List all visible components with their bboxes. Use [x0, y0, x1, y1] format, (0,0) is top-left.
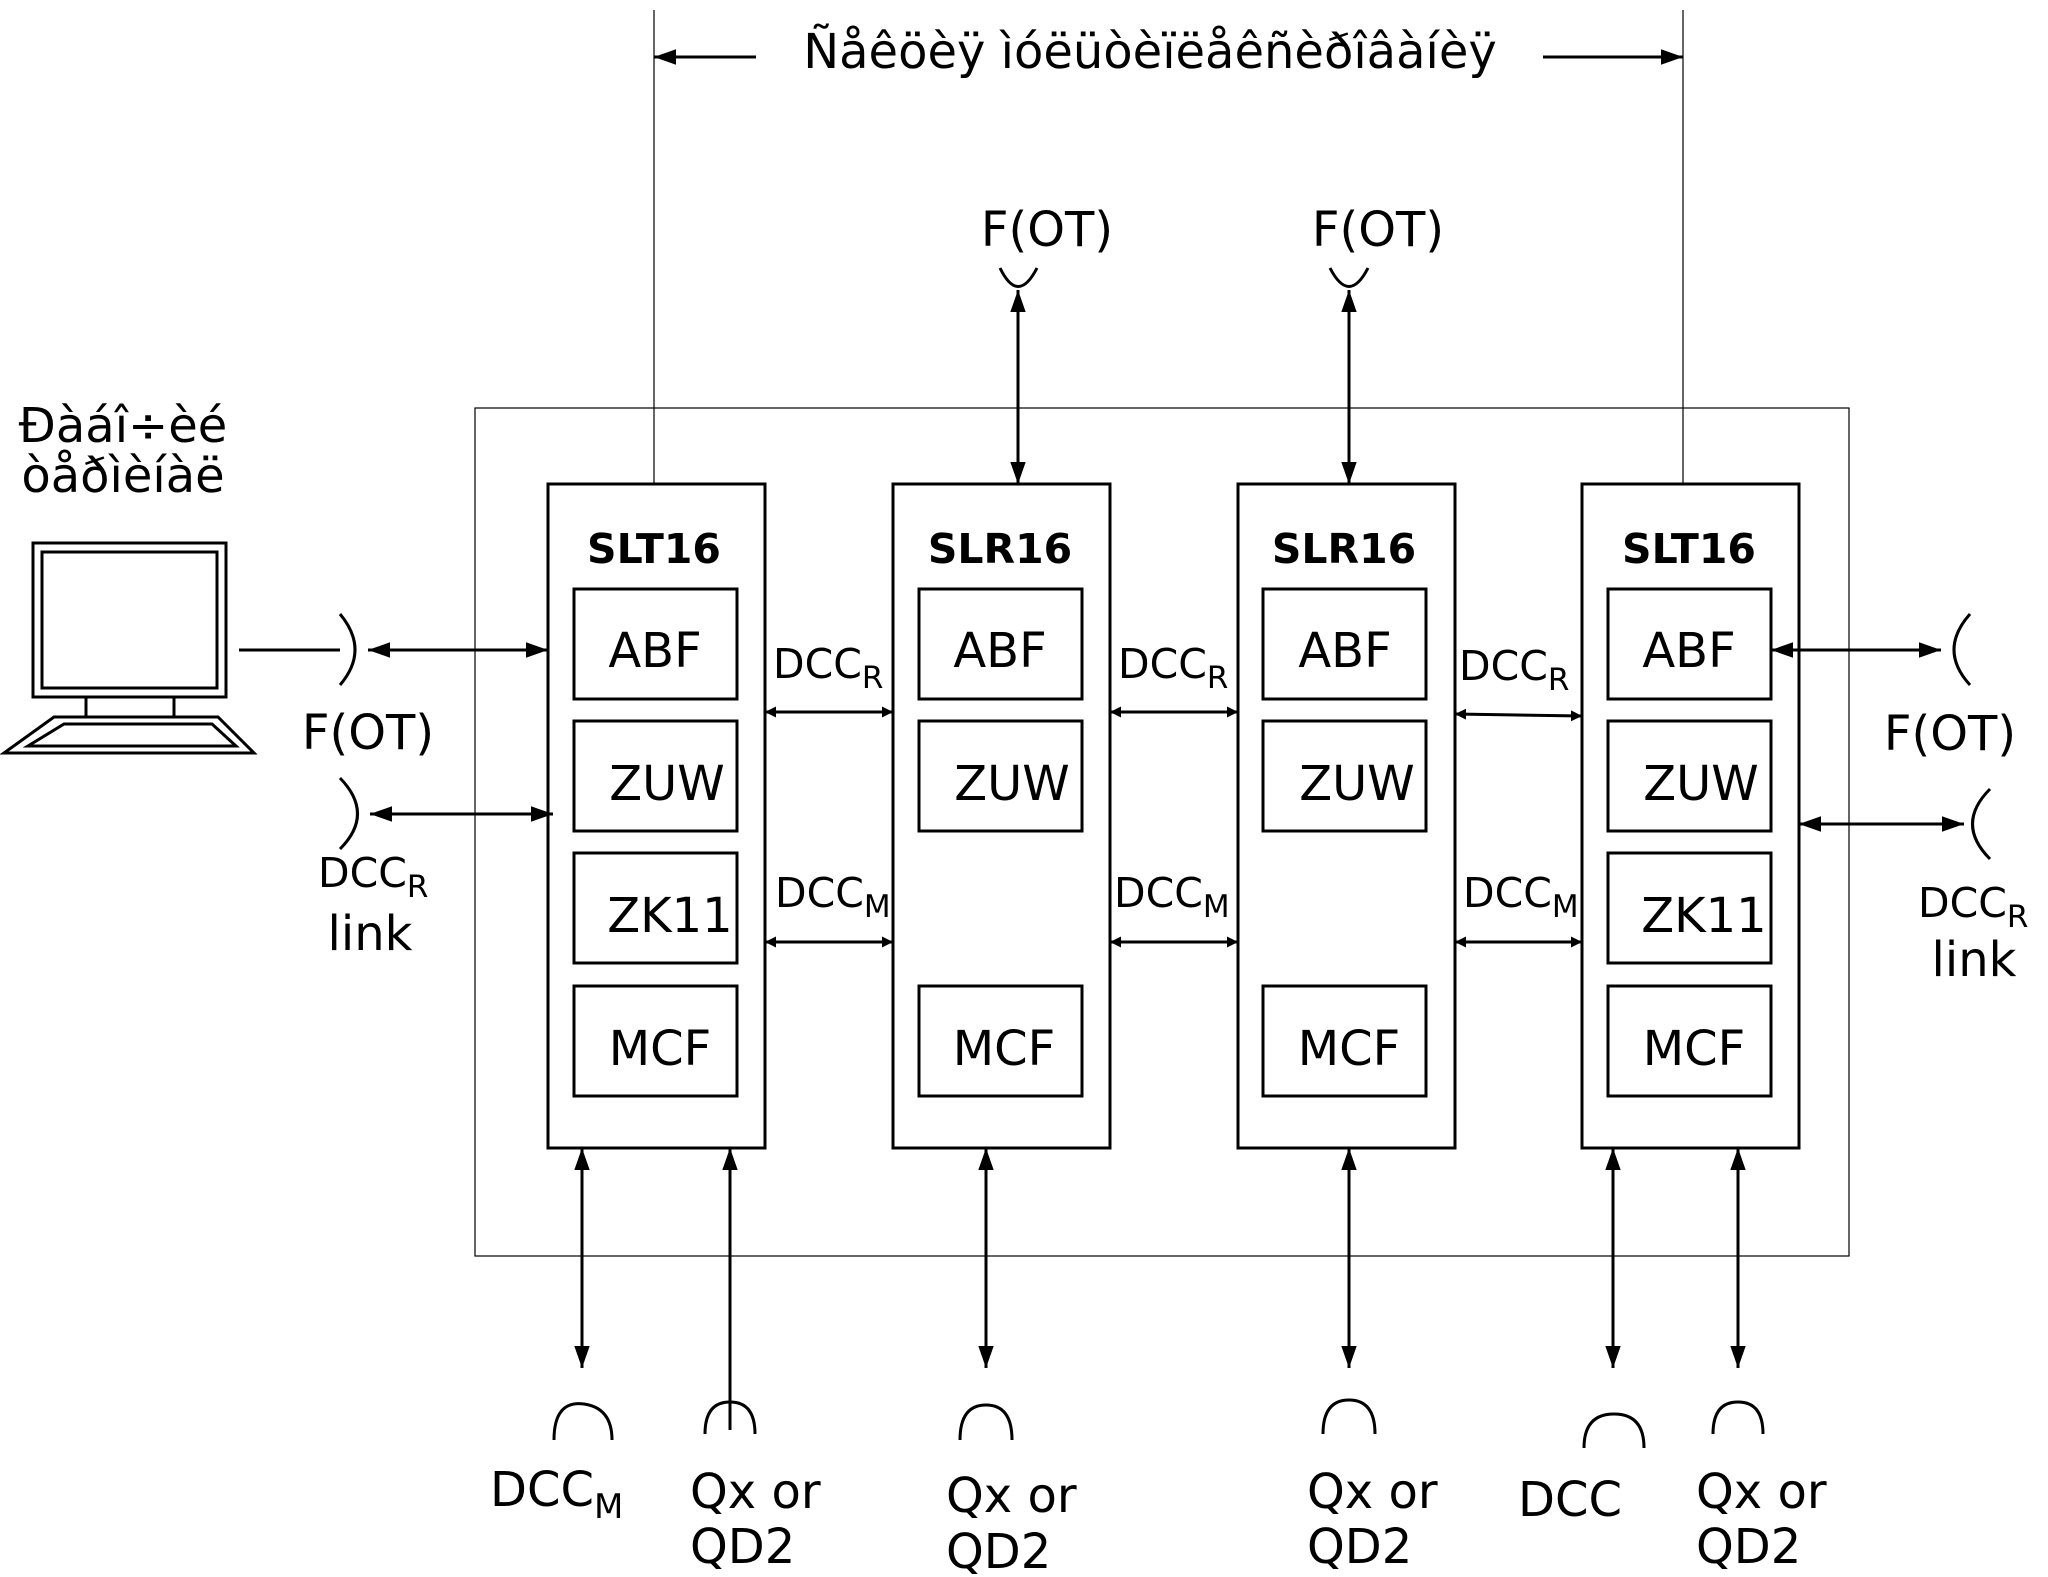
f-ot-connector-left [338, 613, 357, 686]
module-mcf-box [1261, 984, 1428, 1098]
dcc-label-bottom: DCC [1518, 1472, 1622, 1528]
dccm-label-bottom: DCCM [490, 1462, 623, 1527]
module-zuw-box [917, 719, 1084, 833]
module-mcf-label: MCF [1643, 1021, 1746, 1077]
module-abf-label: ABF [608, 623, 701, 679]
unit-slt16-right: SLT16 ABF ZUW ZK11 MCF [1580, 482, 1801, 1150]
link-label-left: link [328, 906, 413, 962]
qx-label-bottom-2-line2: QD2 [946, 1524, 1051, 1577]
link-label-right: link [1932, 932, 2017, 988]
module-mcf-label: MCF [1298, 1021, 1401, 1077]
unit-title: SLT16 [587, 525, 721, 573]
qx-connector-bottom-2 [958, 1403, 1014, 1441]
qx-label-bottom-3-line1: Qx or [1307, 1464, 1438, 1520]
dccm-label-1: DCCM [775, 869, 891, 925]
workstation-label-line2: òåðìèíàë [21, 448, 224, 504]
module-mcf-label: MCF [609, 1021, 712, 1077]
computer-terminal-icon [0, 541, 258, 755]
module-abf-label: ABF [1298, 623, 1391, 679]
dccr-link-label-right: DCCR [1918, 879, 2028, 935]
module-abf-box [1261, 587, 1428, 701]
dccm-label-3: DCCM [1463, 869, 1579, 925]
module-zuw-box [572, 719, 739, 833]
network-element-frame [474, 407, 1850, 1257]
module-mcf-box [917, 984, 1084, 1098]
qx-connector-bottom-3 [1321, 1398, 1377, 1435]
module-zuw-box [1261, 719, 1428, 833]
unit-slt16-left: SLT16 ABF ZUW ZK11 MCF [546, 482, 767, 1150]
module-zuw-label: ZUW [1299, 756, 1414, 812]
dccr-link-3-4 [1454, 708, 1583, 722]
dccr-label-1: DCCR [773, 640, 883, 696]
dccr-link-connector-left [338, 776, 359, 851]
qx-label-bottom-1-line2: QD2 [690, 1519, 795, 1575]
qx-label-bottom-1-line1: Qx or [690, 1464, 821, 1520]
module-abf-box [917, 587, 1084, 701]
qx-label-bottom-4-line1: Qx or [1696, 1464, 1827, 1520]
module-zuw-label: ZUW [609, 756, 724, 812]
unit-box [1580, 482, 1801, 1150]
unit-slr16-center-left: SLR16 ABF ZUW MCF [891, 482, 1112, 1150]
f-ot-connector-top-2 [1328, 267, 1370, 288]
dcc-connector-bottom [1582, 1412, 1646, 1449]
f-ot-label-right: F(OT) [1884, 706, 2016, 762]
module-mcf-label: MCF [953, 1021, 1056, 1077]
unit-title: SLR16 [1272, 525, 1416, 573]
module-zuw-label: ZUW [954, 756, 1069, 812]
unit-title: SLR16 [928, 525, 1072, 573]
section-title: Ñåêöèÿ ìóëüòèïëåêñèðîâàíèÿ [803, 24, 1497, 80]
qx-connector-bottom-1 [703, 1400, 757, 1435]
module-mcf-box [1606, 984, 1773, 1098]
module-zuw-box [1606, 719, 1773, 833]
f-ot-connector-right [1952, 613, 1972, 687]
unit-slr16-center-right: SLR16 ABF ZUW MCF [1236, 482, 1457, 1150]
qx-label-bottom-2-line1: Qx or [946, 1468, 1077, 1524]
dccr-link-label-left: DCCR [318, 849, 428, 905]
module-abf-box [572, 587, 739, 701]
f-ot-label-top-1: F(OT) [981, 202, 1113, 258]
module-zuw-label: ZUW [1643, 756, 1758, 812]
qx-label-bottom-4-line2: QD2 [1696, 1519, 1801, 1575]
module-zk11-label: ZK11 [1641, 888, 1766, 944]
dccr-label-3: DCCR [1459, 642, 1569, 698]
module-zk11-label: ZK11 [607, 888, 732, 944]
f-ot-label-left: F(OT) [302, 705, 434, 761]
f-ot-connector-top-1 [998, 267, 1039, 288]
module-zk11-box [572, 851, 739, 965]
dccr-label-2: DCCR [1118, 640, 1228, 696]
workstation-label-line1: Ðàáî÷èé [19, 398, 228, 454]
module-abf-label: ABF [953, 623, 1046, 679]
module-mcf-box [572, 984, 739, 1098]
module-zk11-box [1606, 851, 1773, 965]
qx-connector-bottom-4 [1711, 1400, 1765, 1435]
qx-label-bottom-3-line2: QD2 [1307, 1519, 1412, 1575]
dccr-link-connector-right [1971, 787, 1992, 861]
dccm-label-2: DCCM [1114, 869, 1230, 925]
module-abf-label: ABF [1642, 623, 1735, 679]
dccm-connector-bottom [552, 1402, 614, 1441]
unit-title: SLT16 [1622, 525, 1756, 573]
unit-box [891, 482, 1112, 1150]
f-ot-label-top-2: F(OT) [1312, 202, 1444, 258]
